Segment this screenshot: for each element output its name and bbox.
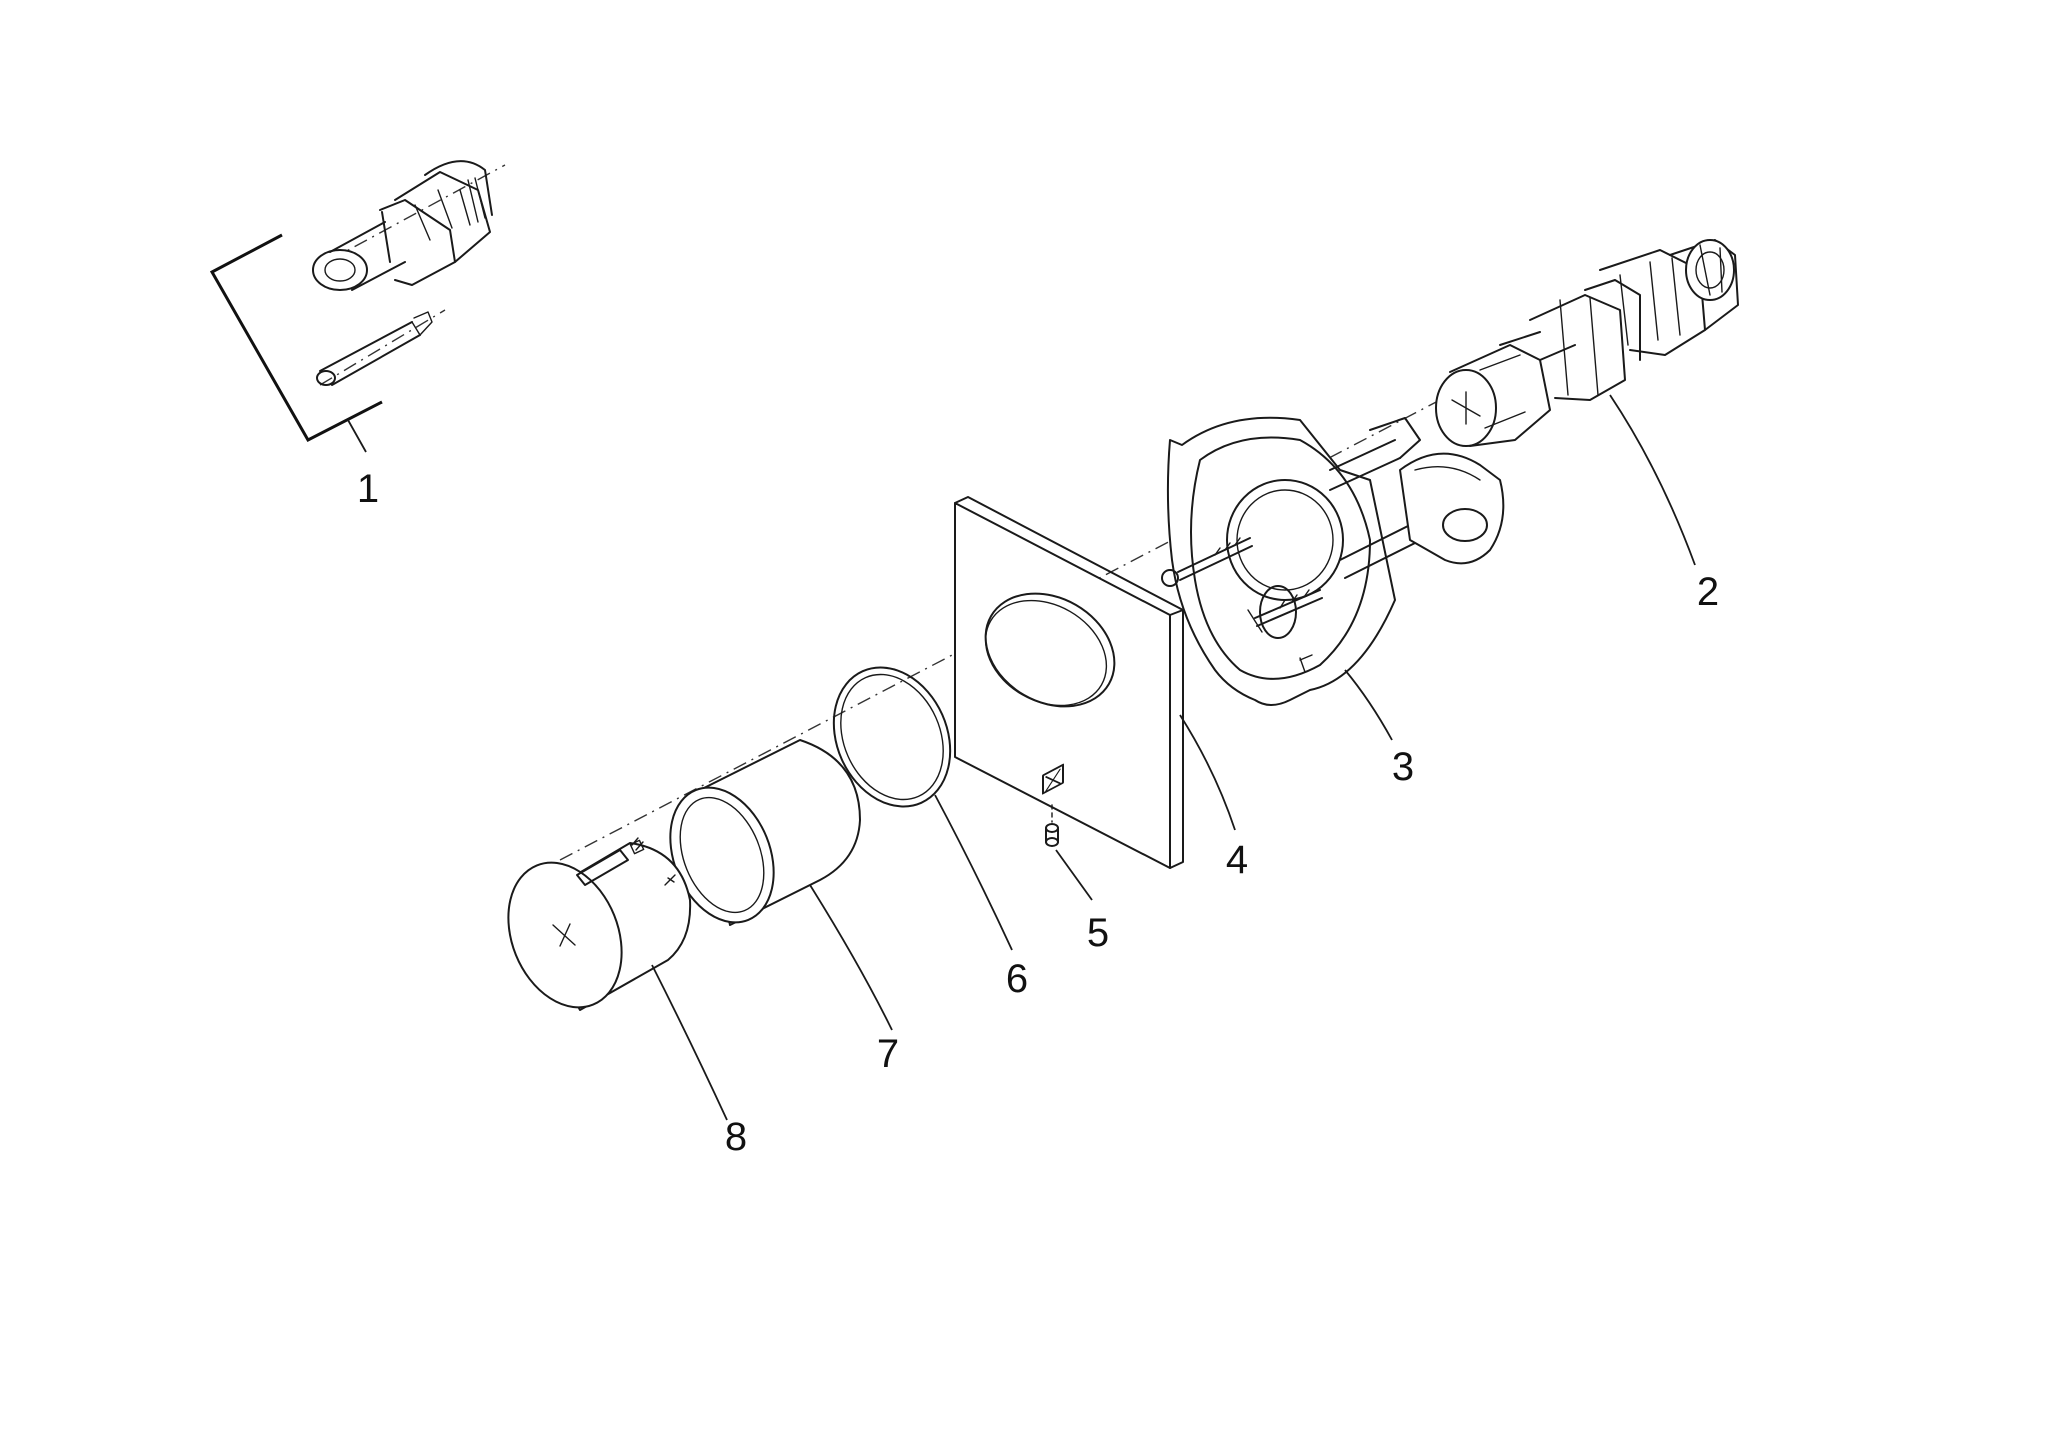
part-5-set-screw bbox=[1045, 804, 1059, 847]
part-7-sleeve bbox=[669, 739, 861, 926]
part-1-bracket bbox=[209, 233, 383, 442]
leader-3 bbox=[1344, 669, 1393, 741]
leader-2 bbox=[1609, 394, 1696, 566]
callout-4: 4 bbox=[1226, 838, 1248, 882]
callout-6: 6 bbox=[1006, 957, 1028, 1001]
part1-axis-line bbox=[329, 164, 506, 261]
part1-rod-axis-line bbox=[319, 309, 446, 386]
part-8-handle-knob bbox=[507, 837, 692, 1011]
leader-5 bbox=[1055, 849, 1093, 901]
callout-2: 2 bbox=[1697, 570, 1719, 614]
part-2-cartridge bbox=[1435, 239, 1739, 447]
leader-7 bbox=[809, 884, 893, 1031]
part-1-adapter bbox=[312, 160, 493, 291]
callout-5: 5 bbox=[1087, 911, 1109, 955]
part-3-mounting-ring bbox=[1161, 416, 1505, 706]
leader-1 bbox=[347, 419, 367, 453]
leader-8 bbox=[651, 964, 728, 1121]
callout-1: 1 bbox=[357, 467, 379, 511]
callout-7: 7 bbox=[877, 1032, 899, 1076]
part-6-o-ring bbox=[832, 666, 952, 808]
callout-8: 8 bbox=[725, 1115, 747, 1159]
callout-3: 3 bbox=[1392, 745, 1414, 789]
part-4-cover-plate bbox=[954, 496, 1184, 869]
leader-4 bbox=[1179, 714, 1236, 831]
part-1-extension-rod bbox=[316, 311, 433, 386]
leader-6 bbox=[934, 794, 1013, 951]
